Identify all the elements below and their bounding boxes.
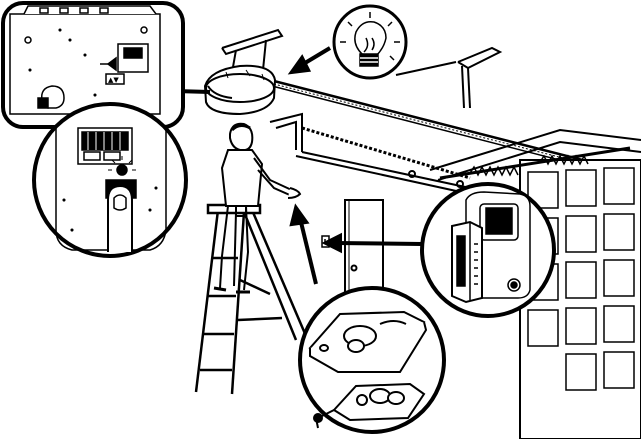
light-bulb-bubble	[334, 6, 406, 78]
wall-control-closeup	[422, 184, 554, 316]
step-ladder	[196, 205, 306, 394]
remote-controls-closeup	[300, 288, 444, 432]
garage-door	[520, 160, 641, 439]
svg-text:▲▼: ▲▼	[108, 76, 119, 84]
opener-motor-unit	[205, 66, 275, 114]
door-track	[270, 114, 470, 194]
learn-button-closeup	[34, 104, 186, 256]
